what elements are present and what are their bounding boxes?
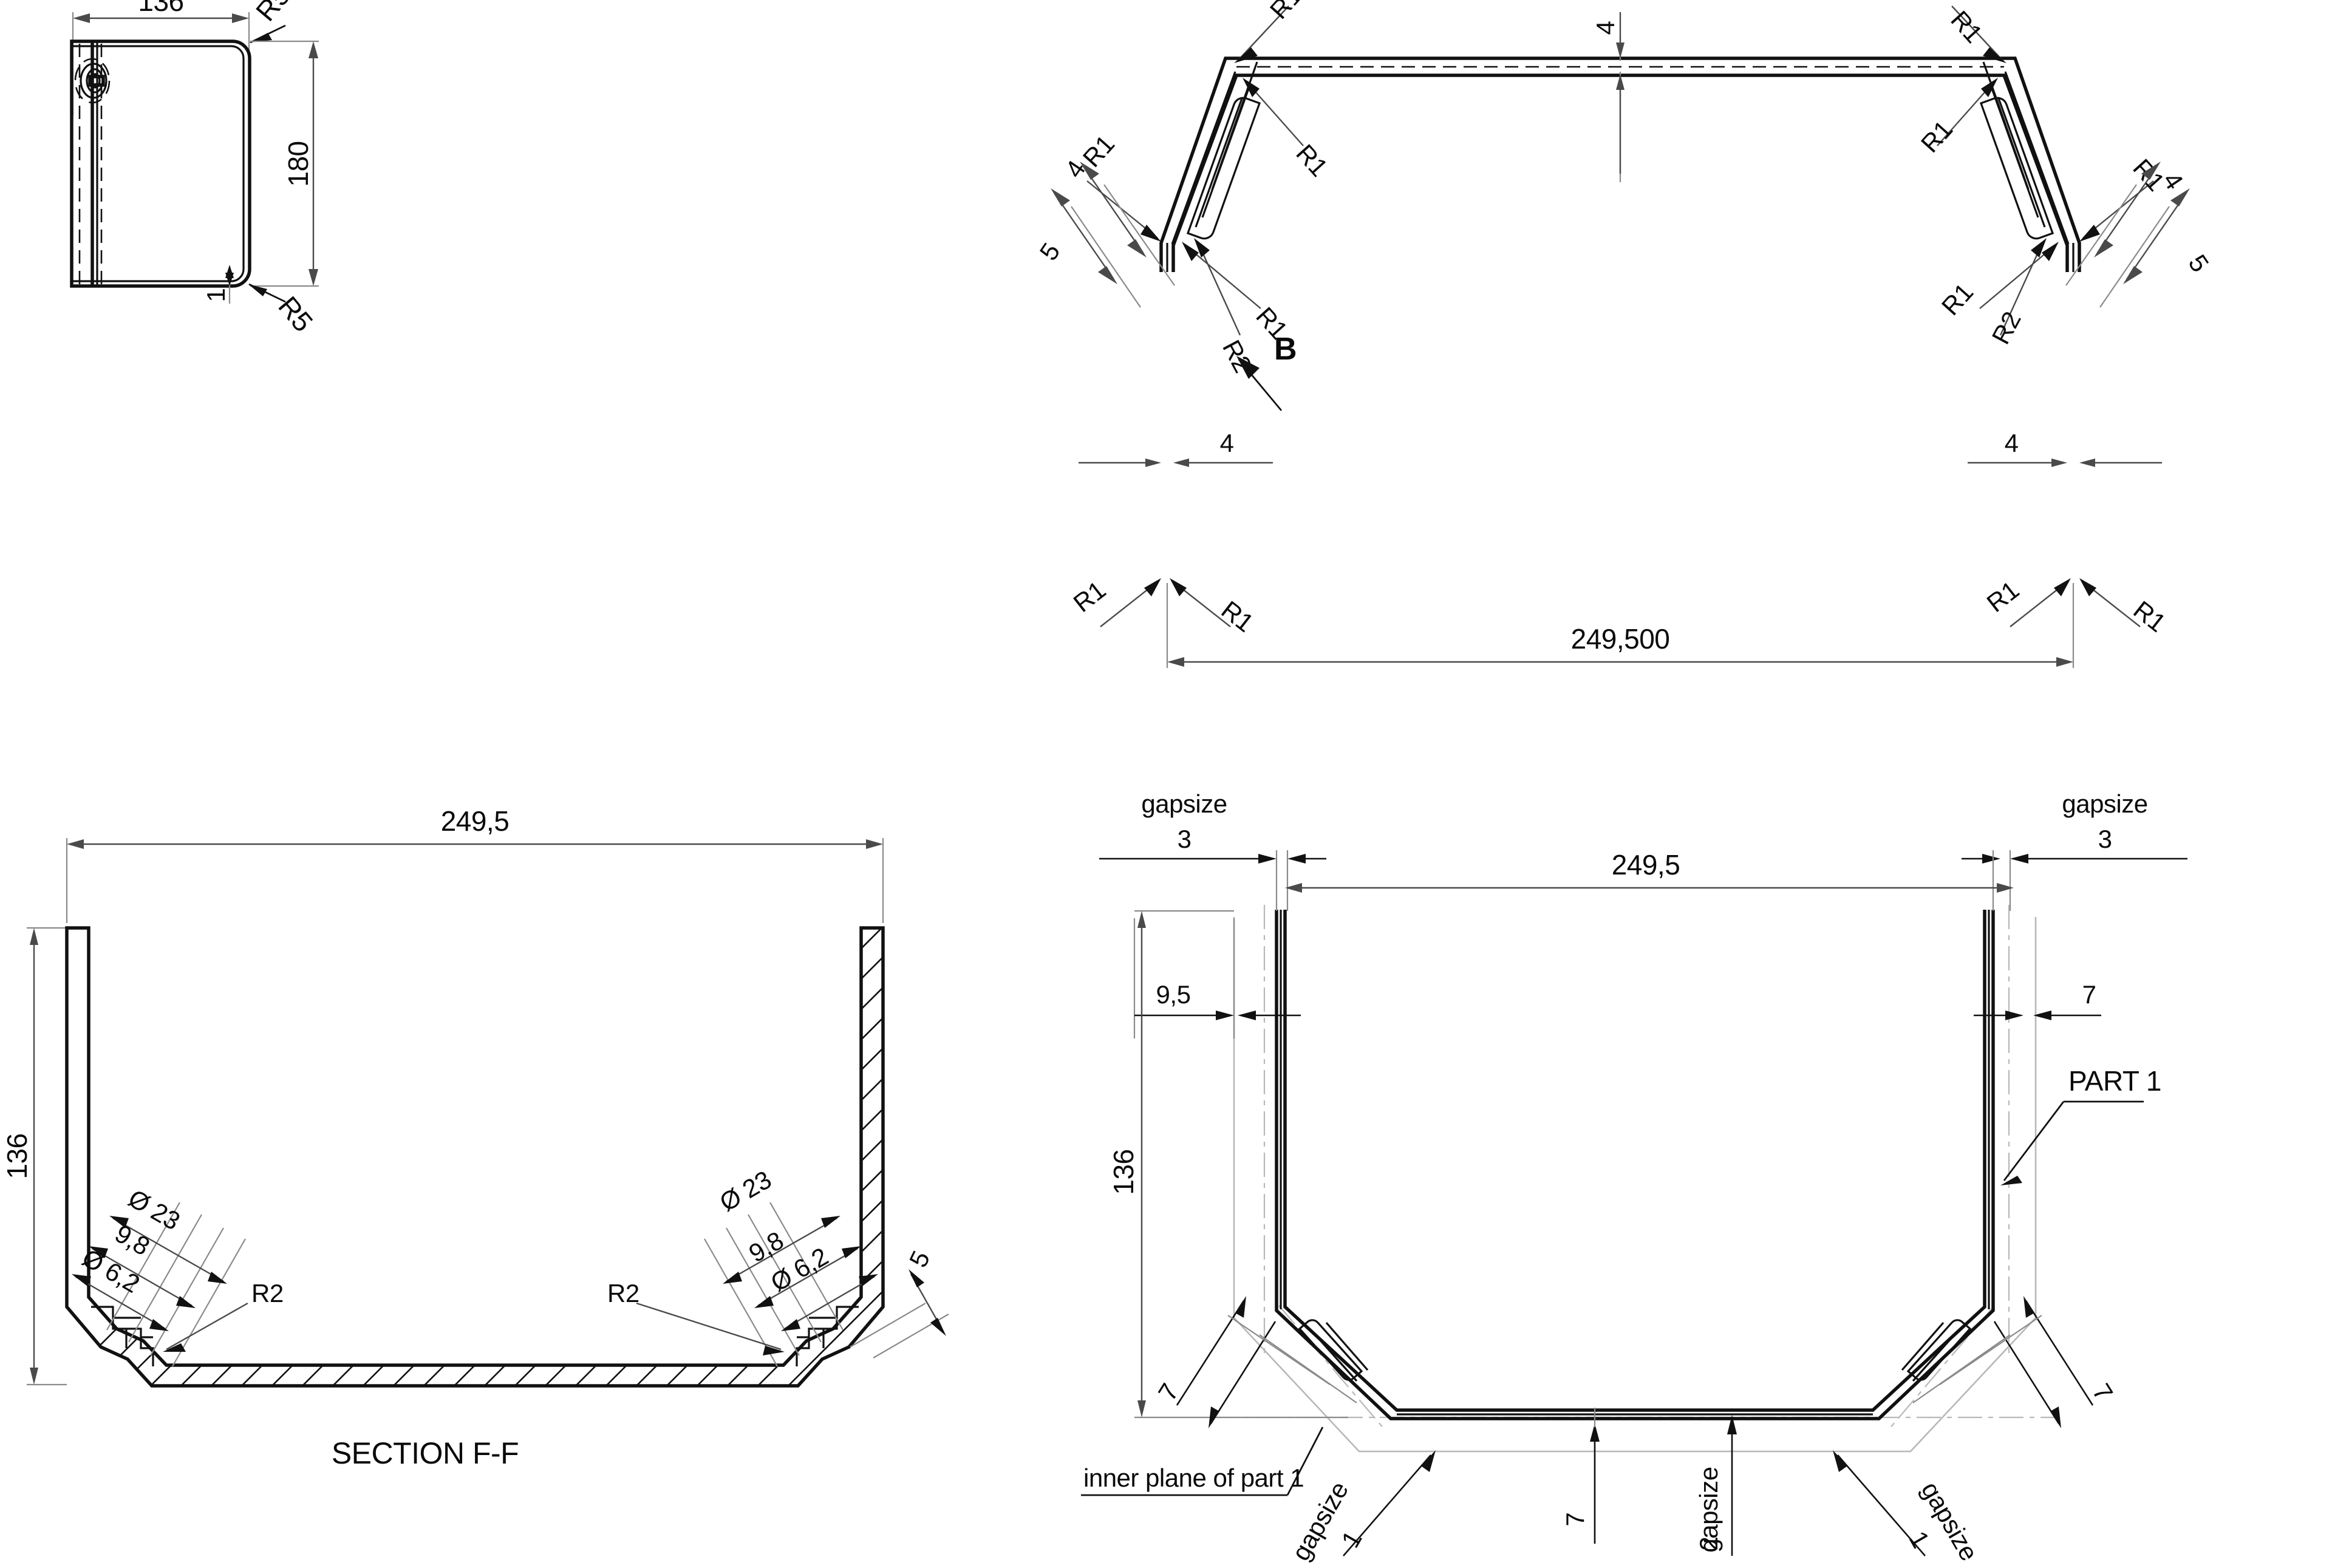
gapsize-bottom-right-label: gapsize [1916,1477,1983,1566]
part1-centerline-diag-right [1888,1305,1995,1430]
dim-radius-r5-bottom: R5 [272,290,319,338]
dim-r1-under-topright: R1 [1915,115,1958,158]
bore-dims-left: Ø 23 9,8 Ø 6,2 R2 [72,1184,284,1367]
dim-height-180: 180 [282,141,314,186]
dim-assembly-width-2495: 249,5 [1612,849,1680,881]
part1-centerline-diag-left [1278,1305,1385,1430]
dim-section-width-2495: 249,5 [441,805,510,837]
view-side-elevation: 136 R5 [0,0,850,777]
hinge-block-left-assembly [1298,1319,1369,1382]
section-title: SECTION F-F [332,1436,519,1470]
dim-r1-bottom-left-inner: R1 [1216,595,1258,637]
dim-r1-right-elbow-inner: R1 [1936,278,1979,321]
dim-section-height-136: 136 [1,1133,33,1179]
profile-right-diagonal-skin [2004,71,2070,245]
latch-detail [74,58,111,104]
detail-arrow-label-b: B [1274,332,1297,367]
gapsize-bottom-center-label: gapsize [1694,1467,1723,1552]
view-assembly-gapsize: gapsize 3 gapsize 3 249,5 [1069,783,2332,1568]
view-octagonal-profile: R1 R1 R1 R1 R2 B [1034,0,2332,717]
view-section-ff: 249,5 136 [0,783,1069,1567]
dim-radius-r2-right: R2 [607,1279,639,1307]
dim-width-136: 136 [138,0,183,17]
dim-r1-bottom-left-outer: R1 [1068,576,1111,618]
shell-inner [1283,910,1986,1412]
dim-offset-left-95: 9,5 [1156,980,1191,1009]
dim-r1-upper-right: R1 [1945,5,1988,49]
dim-r1-upper-left: R1 [1264,0,1307,24]
gapsize-bottom-left-value: 1 [1335,1526,1367,1552]
dim-thickness-1: 1 [202,288,230,302]
profile-left-diagonal-skin [1171,71,1236,245]
dim-r2-right: R2 [1986,307,2026,349]
note-inner-plane: inner plane of part 1 [1083,1464,1304,1492]
dim-radius-r5-top: R5 [250,0,296,27]
gapsize-bottom-center-value: 2 [1694,1537,1723,1551]
dim-right-leg-4: 4 [2005,429,2019,457]
dim-bore-depth-left: 9,8 [111,1219,155,1261]
dim-chamfer-left-5: 5 [1034,238,1065,265]
hinge-boss-right [796,1306,859,1366]
part1-ghost-outline [1233,917,2037,1453]
leader-inner-plane [1286,1427,1324,1496]
dim-top-wall-4: 4 [1591,21,1620,35]
dim-radius-r2-left: R2 [251,1279,284,1307]
dim-bore-large-right: Ø 23 [715,1165,776,1217]
dim-offset-right-7: 7 [2082,980,2096,1009]
note-part1: PART 1 [2068,1065,2161,1097]
panel-inner-edge [72,45,245,282]
gapsize-top-left-label: gapsize [1141,789,1227,818]
dim-chamfer-right-7: 7 [2087,1379,2118,1405]
dim-bottom-center-7: 7 [1561,1513,1589,1527]
shell-outer [1275,910,1995,1420]
dim-bore-depth-right: 9,8 [744,1226,788,1268]
leader-part1 [2003,1101,2065,1181]
dim-edge-thickness-5: 5 [904,1247,935,1272]
gapsize-top-right-value: 3 [2098,825,2112,853]
hinge-block-right-assembly [1901,1319,1972,1382]
dim-overall-width-249500: 249,500 [1571,623,1670,655]
dim-r1-bottom-right-inner: R1 [1982,576,2024,618]
dim-chamfer-right-5: 5 [2183,250,2215,277]
dim-assembly-height-136: 136 [1108,1149,1139,1195]
dim-left-leg-4: 4 [1220,429,1234,457]
hinge-boss-left [91,1306,154,1366]
dim-r1-under-topleft: R1 [1290,139,1333,182]
gapsize-top-left-value: 3 [1178,825,1192,853]
gapsize-top-right-label: gapsize [2062,789,2147,818]
dim-r1-bottom-right-outer: R1 [2128,595,2170,637]
section-outline [65,926,885,1388]
panel-outline [70,39,251,288]
